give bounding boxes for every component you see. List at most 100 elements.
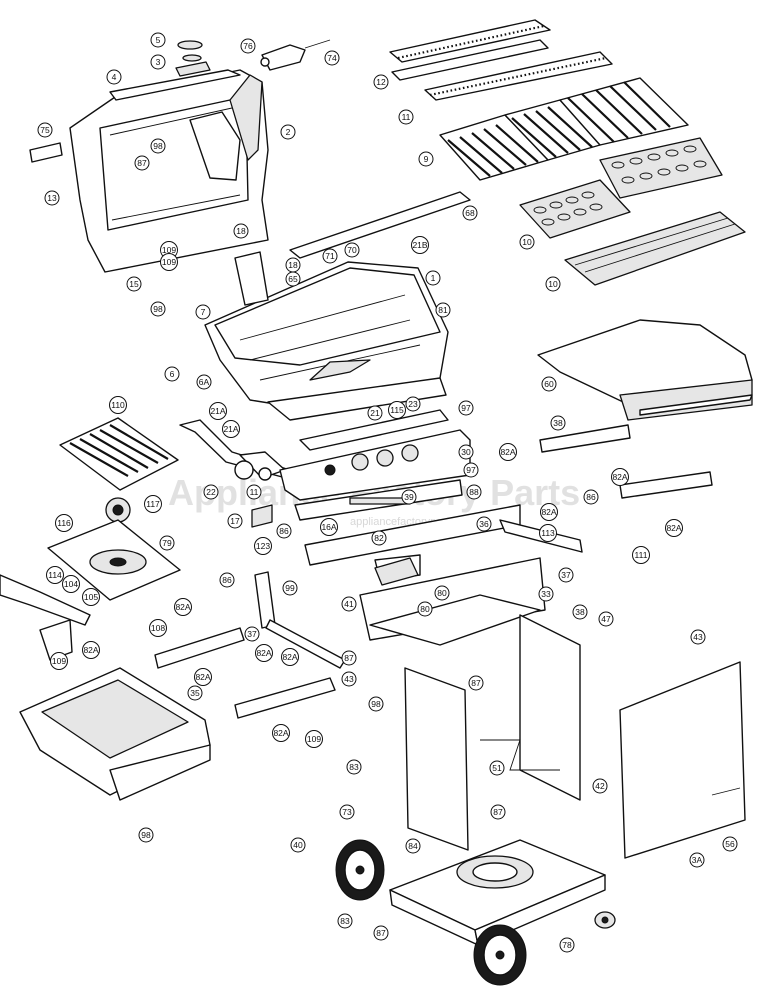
callout-label: 41 [344, 599, 354, 609]
side-shelf-left-bracket [0, 574, 91, 661]
callout-84: 84 [405, 838, 421, 854]
callout-label: 82 [374, 533, 384, 543]
callout-circle [276, 523, 292, 539]
callout-label: 7 [201, 307, 206, 317]
callout-label: 123 [256, 541, 270, 551]
callout-82a: 82A [255, 644, 273, 662]
callout-label: 87 [137, 158, 147, 168]
callout-label: 2 [286, 127, 291, 137]
callout-circle [55, 514, 73, 532]
callout-label: 21 [370, 408, 380, 418]
callout-circle [150, 138, 166, 154]
callout-113: 113 [539, 524, 557, 542]
callout-10: 10 [545, 276, 561, 292]
callout-82a: 82A [174, 598, 192, 616]
callout-87: 87 [134, 155, 150, 171]
callout-circle [164, 366, 180, 382]
callout-82: 82 [371, 530, 387, 546]
callout-label: 82A [83, 645, 98, 655]
callout-40: 40 [290, 837, 306, 853]
callout-86: 86 [276, 523, 292, 539]
callout-80: 80 [434, 585, 450, 601]
callout-circle [341, 671, 357, 687]
callout-circle [195, 304, 211, 320]
callout-label: 33 [541, 589, 551, 599]
callout-label: 98 [153, 141, 163, 151]
callout-label: 68 [465, 208, 475, 218]
callout-label: 37 [561, 570, 571, 580]
callout-circle [285, 271, 301, 287]
wheel-front [335, 839, 385, 901]
cart-door [619, 661, 746, 859]
callout-17: 17 [227, 513, 243, 529]
callout-51: 51 [489, 760, 505, 776]
callout-circle [592, 778, 608, 794]
cart-side-panel-left [404, 667, 469, 851]
callout-circle [244, 626, 260, 642]
callout-111: 111 [632, 546, 650, 564]
callout-label: 18 [288, 260, 298, 270]
callout-label: 87 [493, 807, 503, 817]
callout-label: 98 [153, 304, 163, 314]
callout-circle [538, 586, 554, 602]
callout-circle [209, 402, 227, 420]
callout-label: 97 [461, 403, 471, 413]
callout-97: 97 [463, 462, 479, 478]
callout-label: 10 [522, 237, 532, 247]
callout-78: 78 [559, 937, 575, 953]
callout-label: 60 [544, 379, 554, 389]
callout-circle [572, 604, 588, 620]
heat-plates [564, 211, 746, 286]
callout-label: 82A [500, 447, 515, 457]
callout-label: 99 [285, 583, 295, 593]
callout-circle [82, 641, 100, 659]
callout-3a: 3A [689, 852, 705, 868]
callout-circle [160, 253, 178, 271]
callout-circle [398, 109, 414, 125]
callout-80: 80 [417, 601, 433, 617]
callout-circle [373, 925, 389, 941]
callout-circle [466, 484, 482, 500]
callout-22: 22 [203, 484, 219, 500]
callout-label: 11 [250, 487, 259, 497]
callout-label: 15 [129, 279, 139, 289]
callout-label: 110 [111, 400, 125, 410]
callout-circle [417, 601, 433, 617]
callout-35: 35 [187, 685, 203, 701]
callout-18: 18 [285, 257, 301, 273]
callout-82a: 82A [272, 724, 290, 742]
callout-circle [690, 629, 706, 645]
side-shelf-left [19, 667, 211, 801]
callout-label: 113 [541, 528, 555, 538]
callout-label: 43 [344, 674, 354, 684]
callout-23: 23 [405, 396, 421, 412]
callout-label: 21A [210, 406, 225, 416]
callout-70: 70 [344, 242, 360, 258]
cart-base [389, 839, 606, 946]
callout-label: 10 [548, 279, 558, 289]
callout-circle [550, 415, 566, 431]
callout-circle [149, 619, 167, 637]
caster-wheel [594, 911, 616, 929]
callout-115: 115 [388, 401, 406, 419]
callout-98: 98 [138, 827, 154, 843]
callout-56: 56 [722, 836, 738, 852]
callout-81: 81 [435, 302, 451, 318]
wheel-rear [473, 924, 527, 986]
callout-label: 21A [223, 424, 238, 434]
callout-circle [541, 376, 557, 392]
callout-circle [458, 400, 474, 416]
callout-circle [222, 420, 240, 438]
callout-label: 114 [48, 570, 62, 580]
callout-3: 3 [150, 54, 166, 70]
callout-circle [255, 644, 273, 662]
callout-104: 104 [62, 575, 80, 593]
callout-label: 74 [327, 53, 337, 63]
side-burner [105, 497, 131, 523]
callout-circle [368, 696, 384, 712]
callout-11: 11 [246, 484, 262, 500]
cooking-grids [439, 77, 689, 181]
callout-9: 9 [418, 151, 434, 167]
callout-label: 80 [437, 588, 447, 598]
callout-circle [240, 38, 256, 54]
